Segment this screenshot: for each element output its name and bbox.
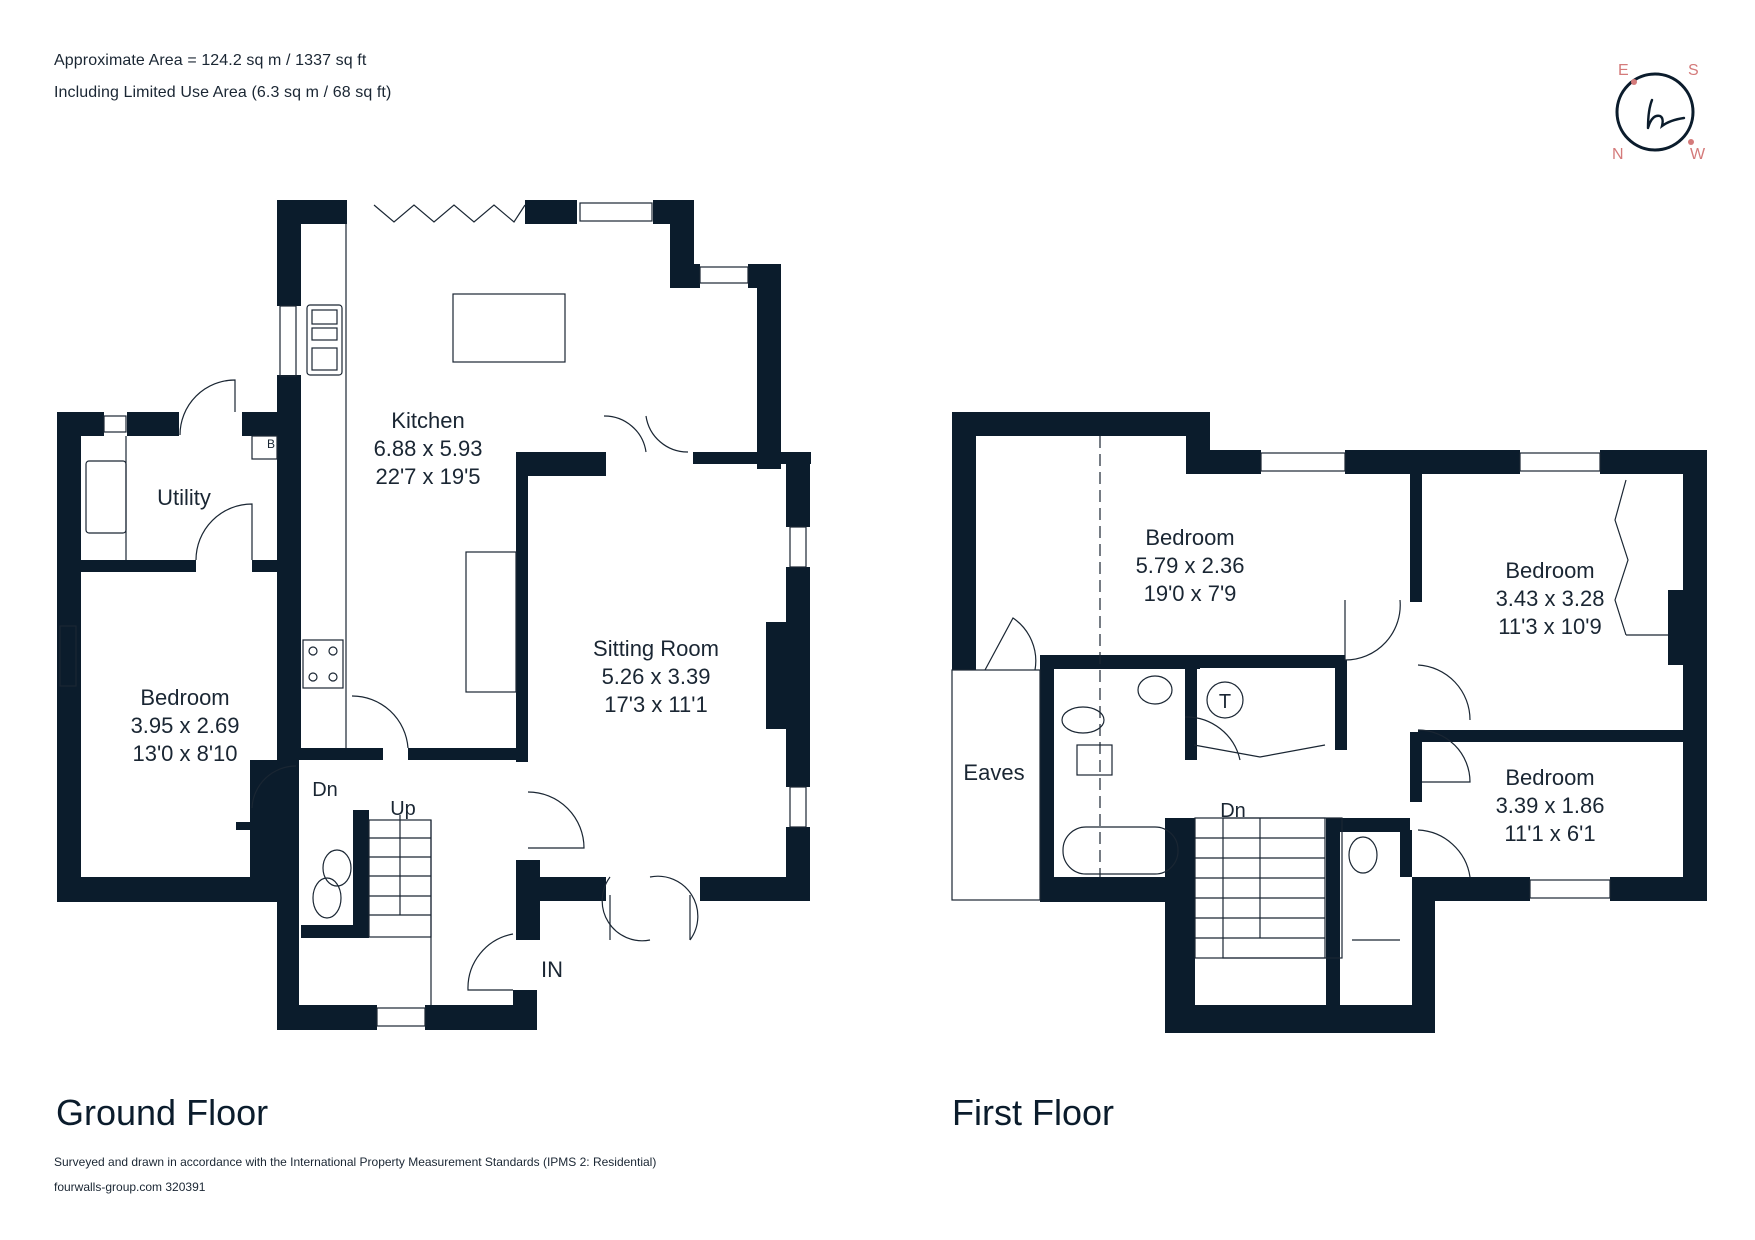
- sitting-room-metric: 5.26 x 3.39: [602, 664, 711, 689]
- compass-letter-s: S: [1688, 62, 1699, 79]
- ground-floor-room-labels: Kitchen 6.88 x 5.93 22'7 x 19'5 Utility …: [131, 408, 719, 982]
- stairs-up-marker: Up: [390, 798, 416, 820]
- bedroom-two-label: Bedroom: [1505, 558, 1594, 583]
- compass-letter-w: W: [1690, 146, 1706, 163]
- compass-letter-e: E: [1618, 62, 1629, 79]
- stairs-down-marker: Dn: [312, 779, 338, 801]
- compass-logo: E S N W: [1600, 60, 1710, 170]
- kitchen-imperial: 22'7 x 19'5: [375, 464, 480, 489]
- ground-bedroom-metric: 3.95 x 2.69: [131, 713, 240, 738]
- first-floor-room-labels: Bedroom 5.79 x 2.36 19'0 x 7'9 Bedroom 3…: [963, 525, 1604, 846]
- compass-ring-icon: [1615, 72, 1695, 152]
- kitchen-metric: 6.88 x 5.93: [374, 436, 483, 461]
- approximate-area-text: Approximate Area = 124.2 sq m / 1337 sq …: [54, 52, 367, 69]
- compass-letter-n: N: [1612, 146, 1624, 163]
- ground-floor-fixtures: [59, 202, 807, 1027]
- ground-bedroom-label: Bedroom: [140, 685, 229, 710]
- first-stairs-down-marker: Dn: [1220, 800, 1246, 822]
- limited-use-area-text: Including Limited Use Area (6.3 sq m / 6…: [54, 84, 392, 101]
- kitchen-label: Kitchen: [391, 408, 464, 433]
- boiler-marker: B: [267, 437, 275, 451]
- bedroom-two-metric: 3.43 x 3.28: [1496, 586, 1605, 611]
- ground-bedroom-imperial: 13'0 x 8'10: [132, 741, 237, 766]
- master-bedroom-metric: 5.79 x 2.36: [1136, 553, 1245, 578]
- utility-label: Utility: [157, 485, 211, 510]
- sitting-room-imperial: 17'3 x 11'1: [604, 692, 707, 717]
- bedroom-three-imperial: 11'1 x 6'1: [1504, 821, 1595, 846]
- bedroom-three-metric: 3.39 x 1.86: [1496, 793, 1605, 818]
- eaves-label: Eaves: [963, 760, 1024, 785]
- reference-text: fourwalls-group.com 320391: [54, 1180, 206, 1194]
- ground-floor-walls: [57, 200, 811, 1030]
- tank-marker: T: [1219, 691, 1231, 713]
- master-bedroom-imperial: 19'0 x 7'9: [1144, 581, 1237, 606]
- entrance-marker: IN: [541, 957, 563, 982]
- bedroom-two-imperial: 11'3 x 10'9: [1498, 614, 1601, 639]
- bedroom-three-label: Bedroom: [1505, 765, 1594, 790]
- first-floor-walls: [952, 412, 1707, 1033]
- sitting-room-label: Sitting Room: [593, 636, 719, 661]
- master-bedroom-label: Bedroom: [1145, 525, 1234, 550]
- first-floor-title: First Floor: [952, 1092, 1114, 1133]
- ground-floor-title: Ground Floor: [56, 1092, 269, 1133]
- first-floor-fixtures: [951, 436, 1668, 959]
- standards-note: Surveyed and drawn in accordance with th…: [54, 1155, 657, 1169]
